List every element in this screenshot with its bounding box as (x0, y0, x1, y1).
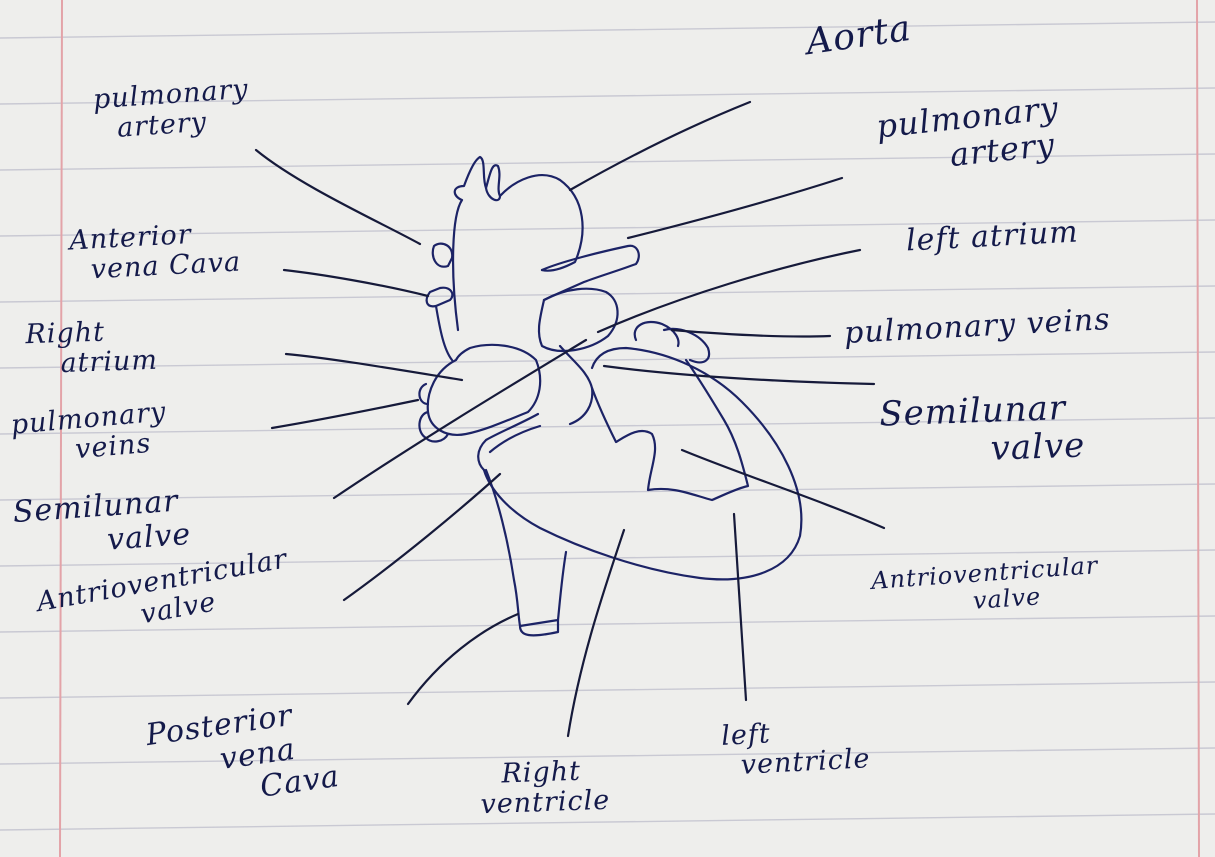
leader-semilunar-right (604, 366, 874, 384)
heart-drawing (419, 157, 801, 635)
right-pulmonary-artery (542, 246, 639, 300)
anterior-vena-cava (427, 288, 453, 360)
left-pulmonary-veins (635, 322, 709, 362)
leader-anterior-vena-cava (284, 270, 428, 296)
label-left-ventricle: left ventricle (721, 714, 872, 782)
label-semilunar-valve-right: Semilunar valve (879, 388, 1086, 471)
label-anterior-vena-cava: Anterior vena Cava (69, 218, 242, 287)
margin-line-right (1197, 0, 1199, 857)
av-valve-right-tip (490, 426, 540, 452)
aorta-arch (453, 157, 582, 330)
leader-left-ventricle (734, 514, 746, 700)
label-pulmonary-artery-left: pulmonary artery (92, 75, 252, 146)
label-semilunar-valve-left: Semilunar valve (12, 484, 192, 563)
leader-av-valve-left (344, 474, 500, 600)
ventricles-outline (484, 348, 801, 579)
leader-right-atrium (286, 354, 462, 380)
left-atrium (478, 346, 592, 470)
leader-right-ventricle (568, 530, 624, 736)
septum-line (592, 360, 748, 500)
pulmonary-artery-trunk (539, 289, 618, 351)
leader-aorta (570, 102, 750, 190)
label-right-ventricle: Right ventricle (479, 756, 611, 821)
leader-pulmonary-veins-left (272, 400, 418, 428)
leader-pulmonary-artery-right (628, 178, 842, 238)
leader-lines (256, 102, 884, 736)
leader-posterior-vena-cava (408, 614, 518, 704)
left-pulmonary-artery-stub (433, 244, 452, 267)
label-right-atrium: Right atrium (25, 316, 159, 381)
